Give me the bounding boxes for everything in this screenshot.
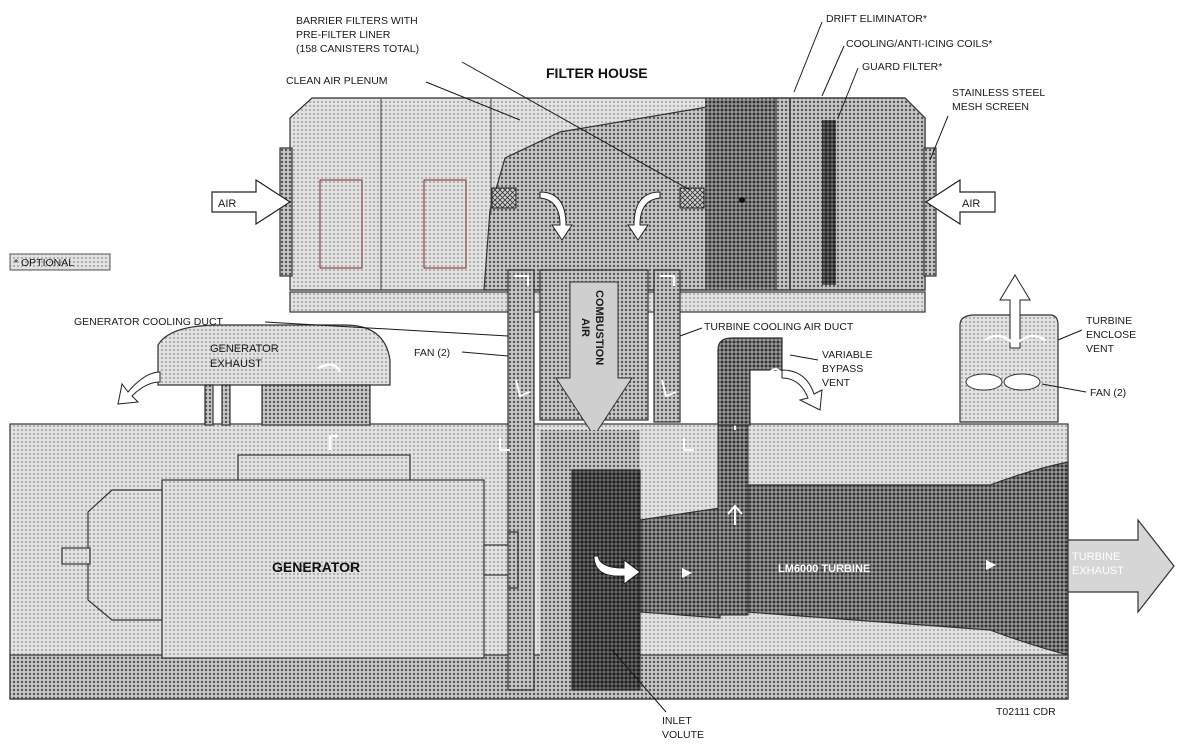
label-turbine-enclose-vent-1: TURBINE: [1086, 315, 1132, 327]
label-combustion-air-1: COMBUSTION: [593, 290, 605, 365]
generator-exhaust-leg-1: [204, 384, 214, 426]
label-air-right: AIR: [962, 198, 980, 210]
duct-fan-arrow-5: [499, 438, 510, 451]
turbine-enclose-vent-housing: [959, 314, 1059, 423]
generator-exhaust-leg-2: [221, 384, 231, 426]
guard-filter: [822, 120, 836, 285]
generator-exhaust-arrow: [117, 371, 161, 405]
leader-variable-bypass-vent: [789, 354, 819, 361]
label-barrier-filters-2: PRE-FILTER LINER: [296, 29, 391, 41]
barrier-filter-canister-2: [679, 187, 705, 209]
optional-note-box: [9, 253, 111, 271]
duct-fan-arrow-6: [683, 438, 694, 451]
plenum-flow-arrow-right: [627, 191, 661, 241]
air-inlet-arrow-left[interactable]: [211, 178, 292, 226]
duct-fan-arrow-4: [661, 379, 677, 398]
label-barrier-filters-3: (158 CANISTERS TOTAL): [296, 43, 419, 55]
label-lm6000-turbine: LM6000 TURBINE: [778, 563, 870, 575]
generator-exhaust-up-arrow: [328, 434, 338, 450]
label-turbine-enclose-vent-3: VENT: [1086, 343, 1115, 355]
turbine-up-arrow: [727, 504, 743, 525]
enclosure-vent-inner-curve: [984, 334, 1046, 347]
leader-cooling-coils: [821, 45, 845, 97]
combustion-air-arrow: [555, 281, 633, 437]
label-clean-air-plenum: CLEAN AIR PLENUM: [286, 75, 388, 87]
label-inlet-volute-2: VOLUTE: [662, 729, 704, 741]
coil-point: [739, 197, 745, 203]
label-combustion-air-2: AIR: [579, 318, 591, 337]
label-generator-exhaust-2: EXHAUST: [210, 358, 262, 370]
duct-fan-arrow-1: [514, 275, 529, 286]
leader-barrier-filters: [461, 61, 691, 191]
volute-flow-arrow: [593, 555, 641, 585]
coupling-flange: [507, 531, 519, 589]
generator-exhaust-inner-arrow: [317, 363, 342, 373]
generator-exhaust-stack: [261, 384, 371, 426]
duct-fan-arrow-2: [660, 275, 675, 286]
barrier-filter-canister-1: [491, 187, 517, 209]
label-inlet-volute-1: INLET: [662, 715, 692, 727]
variable-bypass-vent-duct: [717, 337, 783, 426]
label-barrier-filters-1: BARRIER FILTERS WITH: [296, 15, 418, 27]
leader-turbine-enclose-vent: [1057, 329, 1083, 341]
generator-exhaust-hood: [157, 324, 391, 386]
right-screen: [923, 147, 937, 277]
enclosure-fan-1: [965, 373, 1003, 391]
label-generator: GENERATOR: [272, 559, 360, 575]
label-variable-bypass-vent-3: VENT: [822, 377, 851, 389]
leader-fan-left: [461, 351, 509, 357]
label-cooling-coils: COOLING/ANTI-ICING COILS*: [846, 38, 992, 50]
turbine-cooling-air-duct: [653, 269, 681, 423]
leader-fan-right: [1041, 383, 1087, 393]
leader-generator-cooling-duct: [264, 321, 509, 337]
leader-mesh-screen: [929, 115, 949, 161]
label-air-left: AIR: [218, 198, 236, 210]
generator-cooling-duct: [507, 269, 535, 691]
label-drift-eliminator: DRIFT ELIMINATOR*: [826, 13, 927, 25]
duct-fan-arrow-3: [515, 379, 531, 398]
leader-inlet-volute: [611, 649, 667, 713]
left-screen: [279, 147, 293, 277]
filter-house-title: FILTER HOUSE: [546, 65, 648, 81]
label-turbine-cooling-air-duct: TURBINE COOLING AIR DUCT: [704, 321, 854, 333]
label-fan-left: FAN (2): [414, 347, 450, 359]
access-door-1: [319, 179, 363, 269]
label-optional: * OPTIONAL: [14, 257, 74, 269]
plenum-flow-arrow-left: [539, 191, 573, 241]
label-variable-bypass-vent-1: VARIABLE: [822, 349, 873, 361]
bypass-vent-flow: [769, 368, 781, 373]
label-fan-right: FAN (2): [1090, 387, 1126, 399]
leader-clean-air-plenum: [425, 81, 521, 121]
turbine-exhaust-arrow: [1067, 518, 1175, 614]
access-door-2: [423, 179, 467, 269]
label-generator-exhaust-1: GENERATOR: [210, 343, 279, 355]
leader-guard-filter: [837, 67, 859, 119]
inlet-volute: [571, 469, 641, 691]
generator-shaft-left: [61, 547, 91, 565]
turbine-section: [717, 419, 749, 616]
air-inlet-arrow-right[interactable]: [924, 178, 996, 226]
filter-section-dark: [705, 98, 775, 290]
base-skid: [9, 654, 1069, 700]
label-generator-cooling-duct: GENERATOR COOLING DUCT: [74, 316, 224, 328]
label-mesh-screen-2: MESH SCREEN: [952, 101, 1029, 113]
generator-end-cap: [87, 489, 163, 621]
label-mesh-screen-1: STAINLESS STEEL: [952, 87, 1045, 99]
bypass-vent-arrow: [781, 369, 823, 411]
leader-drift-eliminator: [793, 21, 823, 93]
enclosure-fan-2: [1003, 373, 1041, 391]
label-turbine-exhaust-1: TURBINE: [1072, 551, 1120, 563]
drawing-number: T02111 CDR: [996, 706, 1056, 718]
leader-turbine-cooling-air-duct: [679, 327, 703, 337]
label-turbine-exhaust-2: EXHAUST: [1072, 565, 1124, 577]
generator-body: [161, 479, 485, 659]
label-variable-bypass-vent-2: BYPASS: [822, 363, 863, 375]
label-guard-filter: GUARD FILTER*: [862, 61, 942, 73]
turbine-flow-arrow-2: [986, 560, 996, 570]
label-turbine-enclose-vent-2: ENCLOSE: [1086, 329, 1136, 341]
turbine-flow-arrow-1: [682, 568, 692, 578]
